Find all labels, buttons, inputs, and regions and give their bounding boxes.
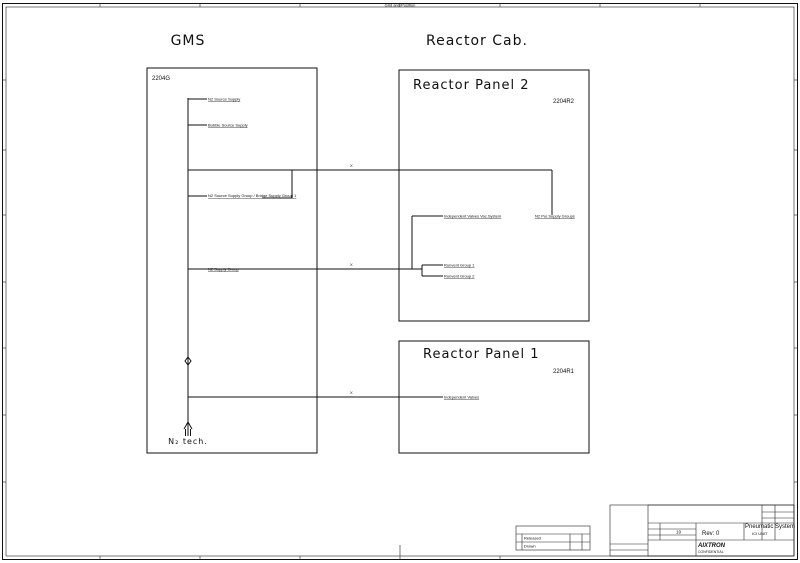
gms-box <box>146 67 318 454</box>
gms-item-2: Bubble Source Supply <box>208 123 248 128</box>
reactor-panel-1-title: Reactor Panel 1 <box>423 347 540 362</box>
title-block-title: Pneumatic System <box>745 524 795 530</box>
reactor-panel-2-box <box>398 69 590 322</box>
border-ticks <box>2 3 798 560</box>
panel2-item-3: Runvent Group 1 <box>444 263 475 268</box>
panel1-item-1: Independent Valves <box>444 395 479 400</box>
panel2-item-1: Independent Valves Vac.System <box>444 214 502 219</box>
wire-label-3: X <box>350 390 353 395</box>
gms-item-1: N2 Source Supply <box>208 97 240 102</box>
company-logo: AIXTRON <box>697 543 726 549</box>
sheet-top-text: Grid and Position <box>385 3 416 8</box>
reactor-panel-2-title: Reactor Panel 2 <box>413 78 530 93</box>
revision-row-1: Released <box>524 536 541 541</box>
title-block: Pneumatic System ICI UNIT Rev: 0 AIXTRON… <box>609 504 795 557</box>
reactor-panel-1-id: 2204R1 <box>553 369 575 375</box>
panel2-item-2: N2 Pur.Supply Groups <box>535 214 575 219</box>
check-valve-icon <box>184 356 192 366</box>
reactor-panel-2-id: 2204R2 <box>553 99 575 105</box>
n2-tech-label: N₂ tech. <box>168 437 208 446</box>
sheet-inner-border <box>5 6 795 557</box>
n2-inlet-arrow-icon <box>183 420 193 436</box>
gms-id: 2204G <box>152 76 170 82</box>
column-title-gms: GMS <box>171 33 206 49</box>
company-sub: CONFIDENTIAL <box>698 550 724 554</box>
gms-item-3: N2 Source Supply Group / Bridge Supply G… <box>208 193 297 198</box>
sheet-border <box>2 3 798 560</box>
sheet-number: 19 <box>676 530 682 535</box>
title-block-revision: Rev: 0 <box>702 531 720 537</box>
panel2-item-4: Runvent Group 2 <box>444 274 475 279</box>
column-title-reactor-cab: Reactor Cab. <box>426 33 528 49</box>
wire-label-1: X <box>350 163 353 168</box>
revision-table: Released Drawn <box>515 525 591 551</box>
title-block-subtitle: ICI UNIT <box>752 531 768 536</box>
wire-label-2: X <box>350 262 353 267</box>
revision-row-2: Drawn <box>524 544 536 549</box>
